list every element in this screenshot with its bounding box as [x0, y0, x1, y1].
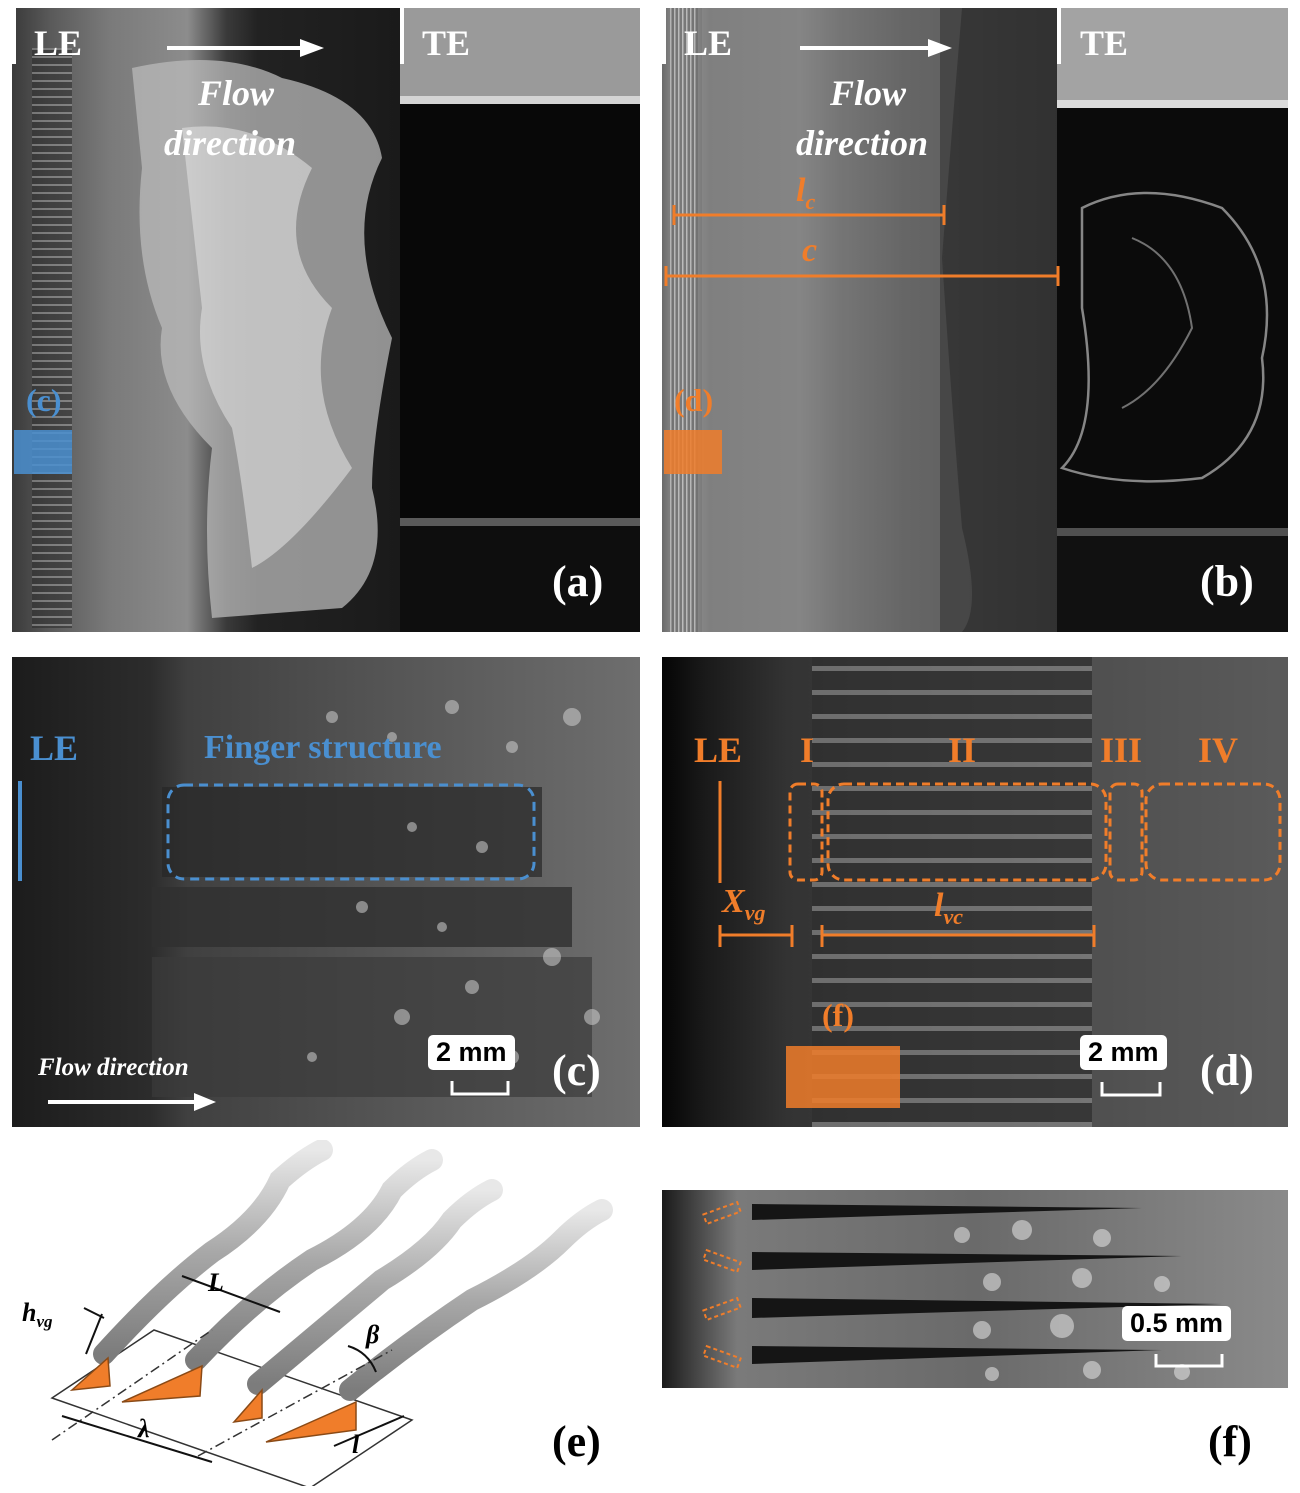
panel-b-image: [662, 8, 1288, 632]
panel-letter-f: (f): [1208, 1417, 1252, 1466]
te-label: TE: [422, 23, 471, 63]
inset-c-ref: (c): [26, 382, 62, 418]
lc-sub: c: [805, 188, 816, 214]
panel-a: LE TE Flow direction (c) (a): [12, 8, 640, 632]
flow-direction-label: Flow direction: [38, 1054, 189, 1081]
flow-label-1: Flow: [830, 73, 907, 113]
vortex-generator-schematic: [50, 1140, 613, 1486]
panel-letter-b: (b): [1200, 557, 1254, 606]
beta-label: β: [366, 1320, 380, 1349]
scale-bar-label: 0.5 mm: [1122, 1306, 1232, 1341]
hvg-sub: vg: [36, 1312, 53, 1332]
flow-label-2: direction: [796, 123, 928, 163]
c-label: c: [802, 232, 818, 269]
inset-d-ref: (d): [674, 382, 714, 418]
panel-d: LE I II III IV Xvg lvc (f) 2 mm (d): [662, 657, 1288, 1127]
panel-c-image: [12, 657, 640, 1127]
xvg-label: Xvg: [722, 883, 765, 926]
panel-letter-c: (c): [552, 1046, 601, 1095]
panel-e: hvg L β λ l: [12, 1140, 640, 1486]
xvg-sub: vg: [744, 899, 766, 925]
region-iii-label: III: [1100, 730, 1143, 770]
panel-letter-d: (d): [1200, 1046, 1254, 1095]
inset-c-marker: [14, 430, 72, 474]
hvg-label: hvg: [22, 1298, 53, 1332]
L-label: L: [208, 1268, 224, 1297]
xvg-main: X: [722, 883, 745, 920]
panel-letter-e: (e): [552, 1417, 601, 1466]
region-iv-label: IV: [1198, 730, 1239, 770]
le-label: LE: [30, 728, 79, 768]
inset-d-marker: [664, 430, 722, 474]
scale-bar-label: 2 mm: [1080, 1035, 1167, 1070]
lvc-label: lvc: [934, 887, 963, 930]
le-label: LE: [34, 23, 83, 63]
panel-b: LE TE Flow direction lc c (d) (b): [662, 8, 1288, 632]
l-label: l: [352, 1430, 360, 1459]
inset-f-marker: [786, 1046, 900, 1108]
flow-label-2: direction: [164, 123, 296, 163]
te-label: TE: [1080, 23, 1129, 63]
panel-f-image: [662, 1190, 1288, 1388]
panel-c: LE Finger structure Flow direction 2 mm …: [12, 657, 640, 1127]
hvg-main: h: [22, 1298, 37, 1327]
lc-label: lc: [796, 172, 815, 215]
lvc-main: l: [934, 887, 944, 924]
le-label: LE: [684, 23, 733, 63]
panel-f: 0.5 mm: [662, 1190, 1288, 1388]
lambda-label: λ: [138, 1414, 150, 1443]
panel-a-image: [12, 8, 640, 632]
panel-letter-a: (a): [552, 557, 604, 606]
lc-main: l: [796, 172, 806, 209]
le-label: LE: [694, 730, 743, 770]
lvc-sub: vc: [943, 903, 963, 929]
finger-structure-label: Finger structure: [204, 729, 442, 766]
inset-f-ref: (f): [822, 997, 854, 1033]
scale-bar-label: 2 mm: [428, 1035, 515, 1070]
flow-label-1: Flow: [198, 73, 275, 113]
region-ii-label: II: [948, 730, 977, 770]
region-i-label: I: [800, 730, 815, 770]
